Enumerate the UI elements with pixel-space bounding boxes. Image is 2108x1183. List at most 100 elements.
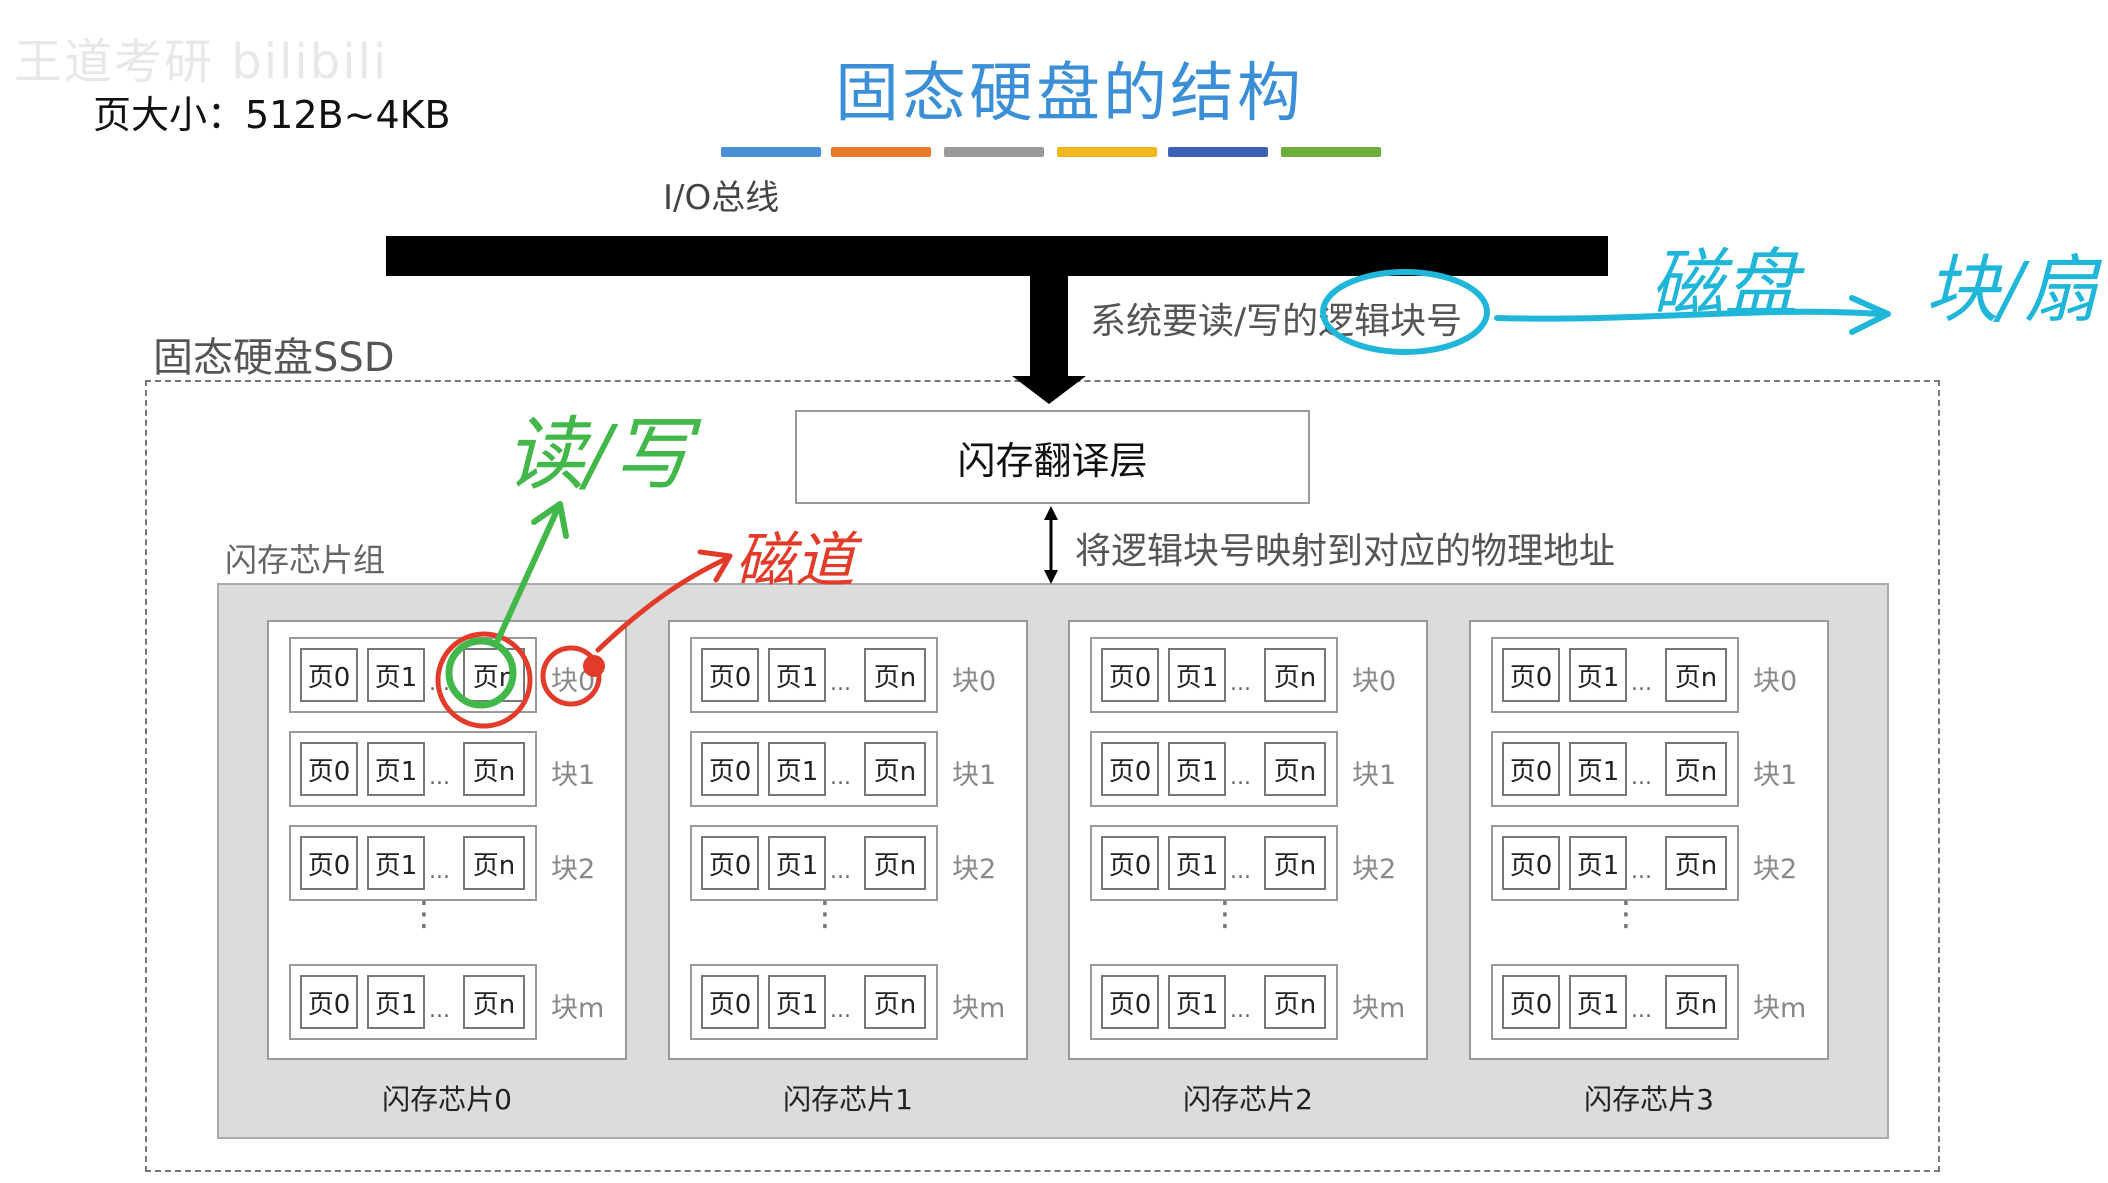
page-n: 页n [1264, 742, 1326, 796]
page-0: 页0 [1502, 742, 1560, 796]
annotation-track: 磁道 [735, 526, 855, 596]
page-ellipsis: ... [429, 998, 450, 1023]
page-n: 页n [864, 648, 926, 702]
page-n: 页n [463, 648, 525, 702]
page-ellipsis: ... [830, 765, 851, 790]
page-n: 页n [463, 742, 525, 796]
page-0: 页0 [1101, 742, 1159, 796]
annotation-block-sector: 块/扇 [1925, 247, 2098, 333]
page-0: 页0 [300, 975, 358, 1029]
ssd-label: 固态硬盘SSD [153, 335, 395, 381]
page-0: 页0 [1502, 648, 1560, 702]
page-0: 页0 [1502, 975, 1560, 1029]
block-label: 块0 [952, 666, 997, 697]
page-ellipsis: ... [1631, 671, 1652, 696]
block-label: 块m [551, 993, 605, 1024]
page-1: 页1 [1168, 836, 1226, 890]
block-label: 块0 [1352, 666, 1397, 697]
page-0: 页0 [701, 836, 759, 890]
page-1: 页1 [1569, 975, 1627, 1029]
annotation-read-write: 读/写 [505, 408, 692, 501]
page-ellipsis: ... [429, 671, 450, 696]
page-0: 页0 [1502, 836, 1560, 890]
flash-chip-label: 闪存芯片2 [1183, 1083, 1313, 1116]
page-1: 页1 [768, 975, 826, 1029]
page-ellipsis: ... [429, 859, 450, 884]
flash-translation-layer: 闪存翻译层 [795, 410, 1310, 504]
chip-group-label: 闪存芯片组 [225, 541, 386, 579]
page-ellipsis: ... [1230, 765, 1251, 790]
flash-chip-label: 闪存芯片1 [783, 1083, 913, 1116]
page-0: 页0 [701, 975, 759, 1029]
page-n: 页n [463, 836, 525, 890]
color-bar-4 [1057, 147, 1157, 157]
color-bar-3 [944, 147, 1044, 157]
page-ellipsis: ... [1631, 859, 1652, 884]
block-label: 块2 [952, 854, 997, 885]
color-bar-6 [1281, 147, 1381, 157]
block-ellipsis: ⋮ [808, 894, 842, 934]
page-1: 页1 [768, 742, 826, 796]
block-label: 块2 [1352, 854, 1397, 885]
page-0: 页0 [701, 742, 759, 796]
ftl-label: 闪存翻译层 [957, 438, 1148, 483]
page-n: 页n [864, 975, 926, 1029]
page-ellipsis: ... [1230, 998, 1251, 1023]
page-0: 页0 [1101, 648, 1159, 702]
block-ellipsis: ⋮ [1609, 894, 1643, 934]
block-label: 块0 [1753, 666, 1798, 697]
page-n: 页n [864, 742, 926, 796]
color-bar-1 [721, 147, 821, 157]
io-bus-label: I/O总线 [663, 178, 780, 218]
page-1: 页1 [367, 742, 425, 796]
color-bar-2 [831, 147, 931, 157]
page-ellipsis: ... [1631, 765, 1652, 790]
page-ellipsis: ... [830, 671, 851, 696]
bus-connector [1030, 276, 1068, 376]
page-0: 页0 [300, 742, 358, 796]
page-size-note: 页大小：512B~4KB [93, 93, 451, 137]
page-ellipsis: ... [830, 859, 851, 884]
watermark: 王道考研 bilibili [14, 34, 389, 90]
block-label: 块m [1753, 993, 1807, 1024]
page-n: 页n [1665, 648, 1727, 702]
page-ellipsis: ... [830, 998, 851, 1023]
block-label: 块1 [1352, 760, 1397, 791]
page-n: 页n [1665, 742, 1727, 796]
page-1: 页1 [768, 836, 826, 890]
page-0: 页0 [701, 648, 759, 702]
page-1: 页1 [1168, 648, 1226, 702]
block-label: 块m [1352, 993, 1406, 1024]
page-n: 页n [463, 975, 525, 1029]
page-1: 页1 [1168, 975, 1226, 1029]
block-label: 块1 [952, 760, 997, 791]
block-label: 块2 [551, 854, 596, 885]
page-n: 页n [1665, 975, 1727, 1029]
page-1: 页1 [1569, 836, 1627, 890]
page-0: 页0 [300, 648, 358, 702]
color-bar-5 [1168, 147, 1268, 157]
io-bus [386, 236, 1608, 276]
flash-chip-label: 闪存芯片0 [382, 1083, 512, 1116]
page-1: 页1 [367, 836, 425, 890]
logical-block-label: 系统要读/写的逻辑块号 [1090, 301, 1463, 342]
page-ellipsis: ... [429, 765, 450, 790]
slide-title: 固态硬盘的结构 [835, 57, 1304, 131]
page-n: 页n [1264, 648, 1326, 702]
